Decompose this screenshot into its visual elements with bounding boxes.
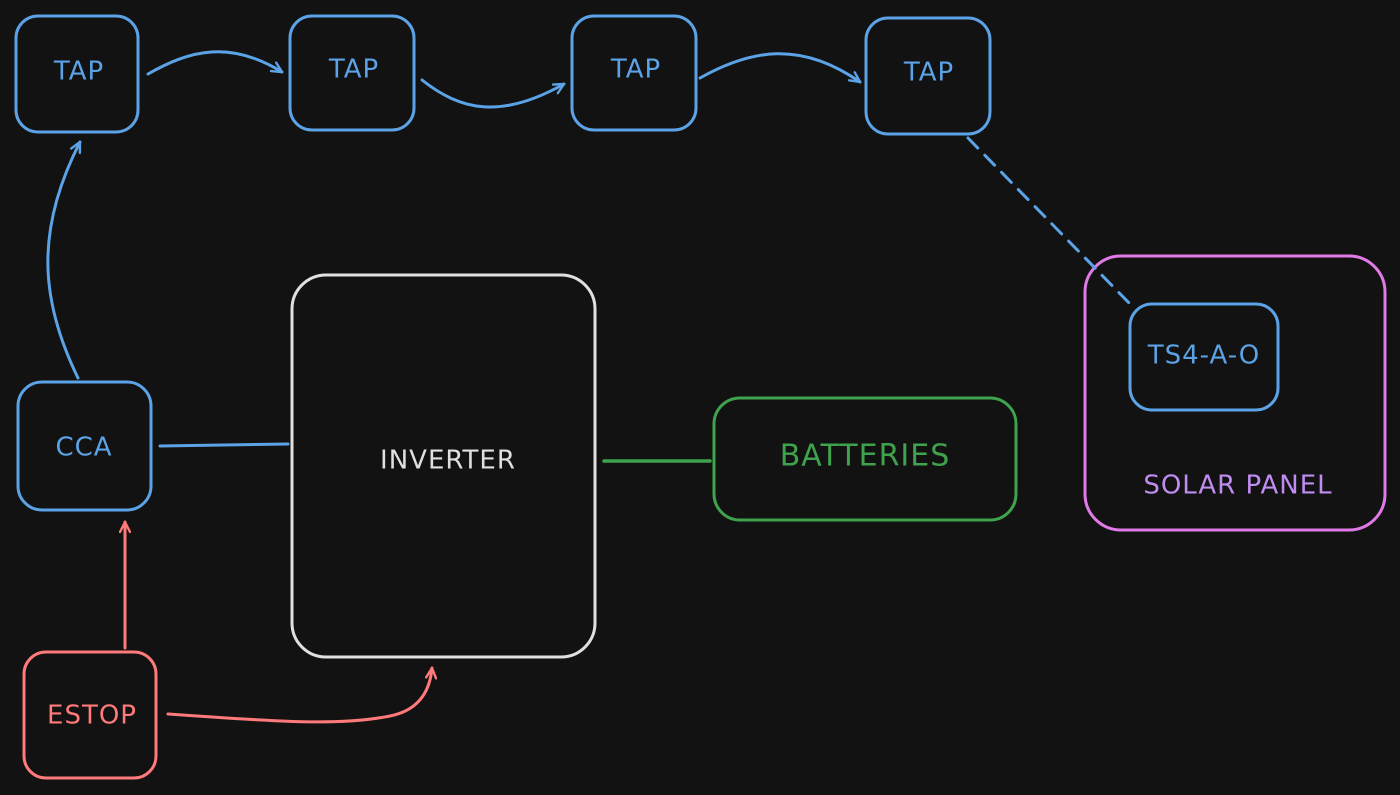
batteries-node-label: BATTERIES [780, 439, 951, 474]
estop-node-label: ESTOP [47, 701, 137, 731]
tap-node-2-label: TAP [328, 55, 379, 85]
tap-node-4-label: TAP [903, 58, 954, 88]
link-cca-to-inverter [158, 442, 290, 448]
arrow-cca-to-tap1 [46, 140, 82, 380]
arrow-tap3-to-tap4 [698, 52, 862, 84]
tap-node-3[interactable] [570, 14, 698, 132]
tap-node-1-label: TAP [53, 57, 104, 87]
solar-panel-container[interactable] [1083, 254, 1387, 532]
solar-panel-label: SOLAR PANEL [1143, 471, 1332, 501]
tap-node-2[interactable] [288, 14, 416, 132]
tap-node-4[interactable] [864, 16, 992, 136]
link-tap4-to-ts4 [966, 136, 1134, 308]
cca-node[interactable] [16, 380, 153, 512]
arrow-tap1-to-tap2 [146, 50, 284, 76]
inverter-node[interactable] [290, 273, 597, 659]
ts4-node[interactable] [1128, 302, 1280, 412]
cca-node-label: CCA [55, 433, 112, 463]
estop-node[interactable] [22, 650, 158, 780]
ts4-node-label: TS4-A-O [1147, 341, 1261, 371]
arrow-estop-to-inverter [166, 666, 432, 724]
arrow-tap2-to-tap3 [420, 78, 566, 109]
inverter-node-label: INVERTER [380, 446, 516, 476]
tap-node-1[interactable] [14, 14, 140, 134]
batteries-node[interactable] [712, 396, 1018, 522]
tap-node-3-label: TAP [610, 55, 661, 85]
